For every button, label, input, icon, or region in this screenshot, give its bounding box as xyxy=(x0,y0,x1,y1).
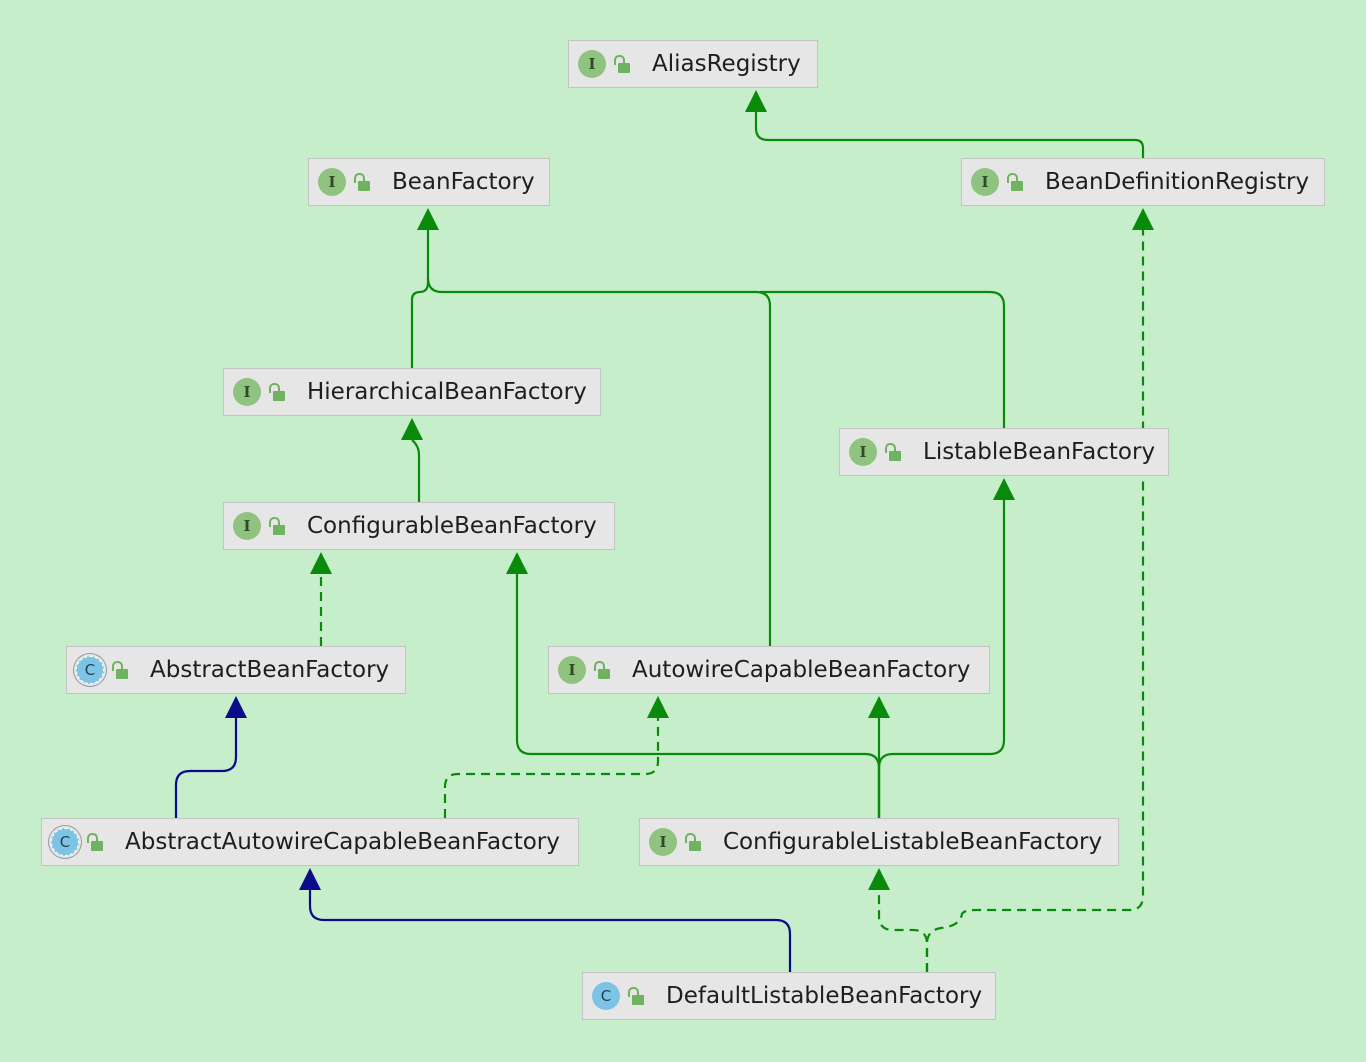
class-node-autowire-capable-bean-factory[interactable]: I AutowireCapableBeanFactory xyxy=(548,646,990,694)
class-name-label: ConfigurableListableBeanFactory xyxy=(723,829,1103,855)
class-name-label: ListableBeanFactory xyxy=(923,439,1156,465)
interface-icon: I xyxy=(849,438,877,466)
edge-extends-HierarchicalBeanFactory-to-BeanFactory xyxy=(410,230,430,368)
class-node-abstract-bean-factory[interactable]: C AbstractBeanFactory xyxy=(66,646,406,694)
class-node-default-listable-bean-factory[interactable]: C DefaultListableBeanFactory xyxy=(582,972,996,1020)
unlocked-icon xyxy=(884,442,902,462)
class-name-label: AbstractBeanFactory xyxy=(150,657,390,683)
edge-extends-ConfigurableListableBeanFactory-to-ListableBeanFactory xyxy=(877,500,1006,818)
edge-extends-AutowireCapableBeanFactory-to-BeanFactory xyxy=(426,277,772,646)
abstract-class-icon: C xyxy=(51,828,79,856)
edge-implements-DefaultListableBeanFactory-to-ConfigurableListableBeanFactory xyxy=(877,890,929,972)
class-name-label: BeanFactory xyxy=(392,169,535,195)
inheritance-arrowhead xyxy=(417,208,439,230)
interface-icon: I xyxy=(578,50,606,78)
unlocked-icon xyxy=(353,172,371,192)
class-node-hierarchical-bean-factory[interactable]: I HierarchicalBeanFactory xyxy=(223,368,601,416)
inheritance-arrowhead xyxy=(299,868,321,890)
abstract-class-icon: C xyxy=(76,656,104,684)
unlocked-icon xyxy=(1006,172,1024,192)
class-node-bean-definition-registry[interactable]: I BeanDefinitionRegistry xyxy=(961,158,1325,206)
inheritance-arrowhead xyxy=(401,418,423,440)
unlocked-icon xyxy=(268,382,286,402)
inheritance-arrowhead xyxy=(868,696,890,718)
interface-icon: I xyxy=(558,656,586,684)
inheritance-arrowhead xyxy=(745,90,767,112)
class-name-label: AutowireCapableBeanFactory xyxy=(632,657,971,683)
inheritance-arrowhead xyxy=(225,696,247,718)
edge-extends-BeanDefinitionRegistry-to-AliasRegistry xyxy=(754,112,1145,158)
class-icon: C xyxy=(592,982,620,1010)
edge-extends-ListableBeanFactory-to-BeanFactory xyxy=(760,290,1006,428)
class-name-label: BeanDefinitionRegistry xyxy=(1045,169,1310,195)
edge-class-extends-AbstractAutowireCapableBeanFactory-to-AbstractBeanFactory xyxy=(174,718,238,818)
unlocked-icon xyxy=(627,986,645,1006)
unlocked-icon xyxy=(613,54,631,74)
class-node-bean-factory[interactable]: I BeanFactory xyxy=(308,158,550,206)
class-name-label: ConfigurableBeanFactory xyxy=(307,513,597,539)
class-name-label: AbstractAutowireCapableBeanFactory xyxy=(125,829,560,855)
interface-icon: I xyxy=(233,512,261,540)
edge-implements-DefaultListableBeanFactory-to-BeanDefinitionRegistry xyxy=(925,230,1145,972)
inheritance-arrowhead xyxy=(647,696,669,718)
interface-icon: I xyxy=(649,828,677,856)
edge-class-extends-DefaultListableBeanFactory-to-AbstractAutowireCapableBeanFactory xyxy=(308,890,792,972)
unlocked-icon xyxy=(268,516,286,536)
unlocked-icon xyxy=(684,832,702,852)
inheritance-arrowhead xyxy=(868,868,890,890)
class-node-configurable-bean-factory[interactable]: I ConfigurableBeanFactory xyxy=(223,502,615,550)
class-name-label: DefaultListableBeanFactory xyxy=(666,983,983,1009)
class-node-configurable-listable-bean-factory[interactable]: I ConfigurableListableBeanFactory xyxy=(639,818,1119,866)
interface-icon: I xyxy=(971,168,999,196)
inheritance-arrowhead xyxy=(310,552,332,574)
class-node-alias-registry[interactable]: I AliasRegistry xyxy=(568,40,818,88)
unlocked-icon xyxy=(86,832,104,852)
unlocked-icon xyxy=(111,660,129,680)
class-node-listable-bean-factory[interactable]: I ListableBeanFactory xyxy=(839,428,1169,476)
inheritance-arrowhead xyxy=(1132,208,1154,230)
edge-extends-ConfigurableBeanFactory-to-HierarchicalBeanFactory xyxy=(411,439,421,502)
interface-icon: I xyxy=(318,168,346,196)
unlocked-icon xyxy=(593,660,611,680)
class-node-abstract-autowire-capable-bean-factory[interactable]: C AbstractAutowireCapableBeanFactory xyxy=(41,818,579,866)
inheritance-arrowhead xyxy=(506,552,528,574)
class-name-label: HierarchicalBeanFactory xyxy=(307,379,587,405)
inheritance-arrowhead xyxy=(993,478,1015,500)
edge-extends-ConfigurableListableBeanFactory-to-ConfigurableBeanFactory xyxy=(515,574,881,818)
edge-implements-AbstractAutowireCapableBeanFactory-to-AutowireCapableBeanFactory xyxy=(443,718,660,818)
class-name-label: AliasRegistry xyxy=(652,51,801,77)
interface-icon: I xyxy=(233,378,261,406)
